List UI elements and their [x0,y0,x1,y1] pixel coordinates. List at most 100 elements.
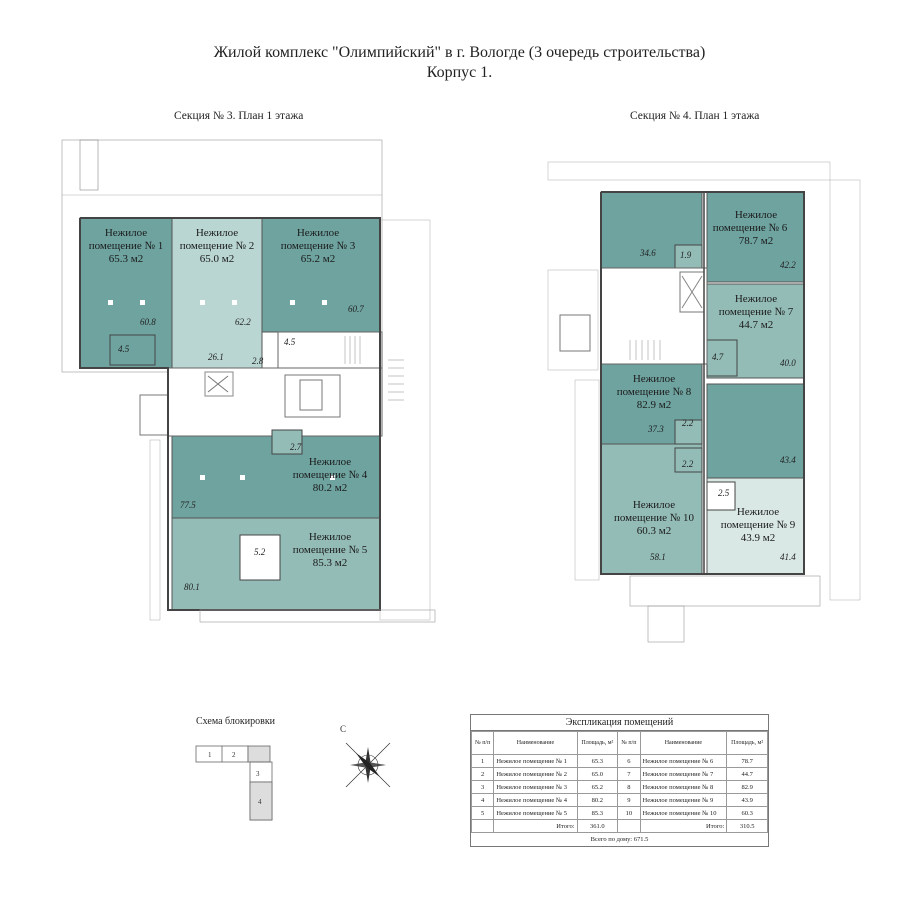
room-4-name: Нежилое [309,456,351,468]
cell: 5 [470,806,495,820]
cell: 78.7 [726,754,768,768]
cell: 7 [617,767,641,781]
cell: 4 [470,793,495,807]
table-row: 4 Нежилое помещение № 4 80.2 9 Нежилое п… [470,793,768,807]
subtotal-label: Итого: [639,819,728,833]
dim-label: 37.3 [647,424,664,434]
dim-label: 40.0 [780,358,796,368]
col-header: № п/п [617,731,641,755]
page-title: Жилой комплекс "Олимпийский" в г. Вологд… [213,44,706,61]
room-3-name: Нежилое [297,227,339,239]
cell: Нежилое помещение № 5 [493,806,578,820]
room-2-name: Нежилое [196,227,238,239]
table-row: 1 Нежилое помещение № 1 65.3 6 Нежилое п… [470,754,768,768]
dim-label: 26.1 [208,352,224,362]
room-7-area: 44.7 м2 [739,319,773,331]
subtotal-left: 361.0 [576,819,619,833]
room-1-name: Нежилое [105,227,147,239]
col-header: Площадь, м² [726,731,768,755]
cell: Нежилое помещение № 4 [493,793,578,807]
room-2-area: 65.0 м2 [200,253,234,265]
room-4-line2: помещение № 4 [293,469,368,481]
room-10-name: Нежилое [633,499,675,511]
subtotal-row: Итого: 361.0 Итого: 310.5 [470,819,768,833]
room-3-area: 65.2 м2 [301,253,335,265]
dim-label: 34.6 [639,248,656,258]
explication-title: Экспликация помещений [471,715,768,731]
dim-label: 58.1 [650,552,666,562]
cell: 2 [470,767,495,781]
section4-plan [547,161,861,643]
cell: 10 [617,806,641,820]
block-schema [195,745,273,821]
cell: 8 [617,780,641,794]
room-8-line2: помещение № 8 [617,386,692,398]
cell: 43.9 [726,793,768,807]
cell: 80.2 [576,793,619,807]
section3-labels: Нежилое помещение № 1 65.3 м2 Нежилое по… [89,227,368,592]
dim-label: 1.9 [680,250,692,260]
room-1-area: 65.3 м2 [109,253,143,265]
cell: 85.3 [576,806,619,820]
grand-total: Всего по дому: 671.5 [590,836,649,843]
schema-label-4: 4 [258,798,262,806]
schema-title: Схема блокировки [196,716,276,727]
room-8b[interactable] [706,383,805,479]
section3-plan [61,139,436,623]
room-6-name: Нежилое [735,209,777,221]
schema-label-1: 1 [208,751,212,759]
section3-title: Секция № 3. План 1 этажа [174,110,304,122]
cell: Нежилое помещение № 7 [639,767,728,781]
cell: 6 [617,754,641,768]
room-7-line2: помещение № 7 [719,306,794,318]
col-header: № п/п [470,731,495,755]
compass-icon [345,742,391,788]
room-7-name: Нежилое [735,293,777,305]
room-5-area: 85.3 м2 [313,557,347,569]
room-5-name: Нежилое [309,531,351,543]
room-6-line2: помещение № 6 [713,222,788,234]
col-header: Наименование [639,731,728,755]
explication-table: Экспликация помещений № п/п Наименование… [470,714,769,847]
compass-north-label: С [340,724,346,734]
dim-label: 2.5 [718,488,730,498]
dim-label: 80.1 [184,582,200,592]
room-9-name: Нежилое [737,506,779,518]
room-1-line2: помещение № 1 [89,240,164,252]
col-header: Площадь, м² [576,731,619,755]
cell: 3 [470,780,495,794]
dim-label: 62.2 [235,317,251,327]
cell: 65.3 [576,754,619,768]
dim-label: 41.4 [780,552,796,562]
dim-label: 4.5 [118,344,130,354]
cell: Нежилое помещение № 9 [639,793,728,807]
room-3-line2: помещение № 3 [281,240,356,252]
col-header: Наименование [493,731,578,755]
page-subtitle: Корпус 1. [426,64,493,81]
cell: 65.0 [576,767,619,781]
room-5-line2: помещение № 5 [293,544,368,556]
dim-label: 43.4 [780,455,796,465]
section4-labels: Нежилое помещение № 6 78.7 м2 Нежилое по… [614,209,796,562]
dim-label: 60.8 [140,317,156,327]
dim-label: 2.2 [682,459,694,469]
room-6[interactable] [706,191,805,283]
room-6-area: 78.7 м2 [739,235,773,247]
cell: Нежилое помещение № 3 [493,780,578,794]
schema-label-2: 2 [232,751,236,759]
cell: 1 [470,754,495,768]
room-2-line2: помещение № 2 [180,240,255,252]
dim-label: 42.2 [780,260,796,270]
table-row: 5 Нежилое помещение № 5 85.3 10 Нежилое … [470,806,768,820]
cell: 60.3 [726,806,768,820]
dim-label: 60.7 [348,304,364,314]
subtotal-right: 310.5 [726,819,768,833]
section4-title: Секция № 4. План 1 этажа [630,110,760,122]
cell: Нежилое помещение № 2 [493,767,578,781]
cell: Нежилое помещение № 1 [493,754,578,768]
cell: Нежилое помещение № 10 [639,806,728,820]
cell: Нежилое помещение № 6 [639,754,728,768]
schema-label-3: 3 [256,770,260,778]
dim-label: 2.7 [290,442,302,452]
